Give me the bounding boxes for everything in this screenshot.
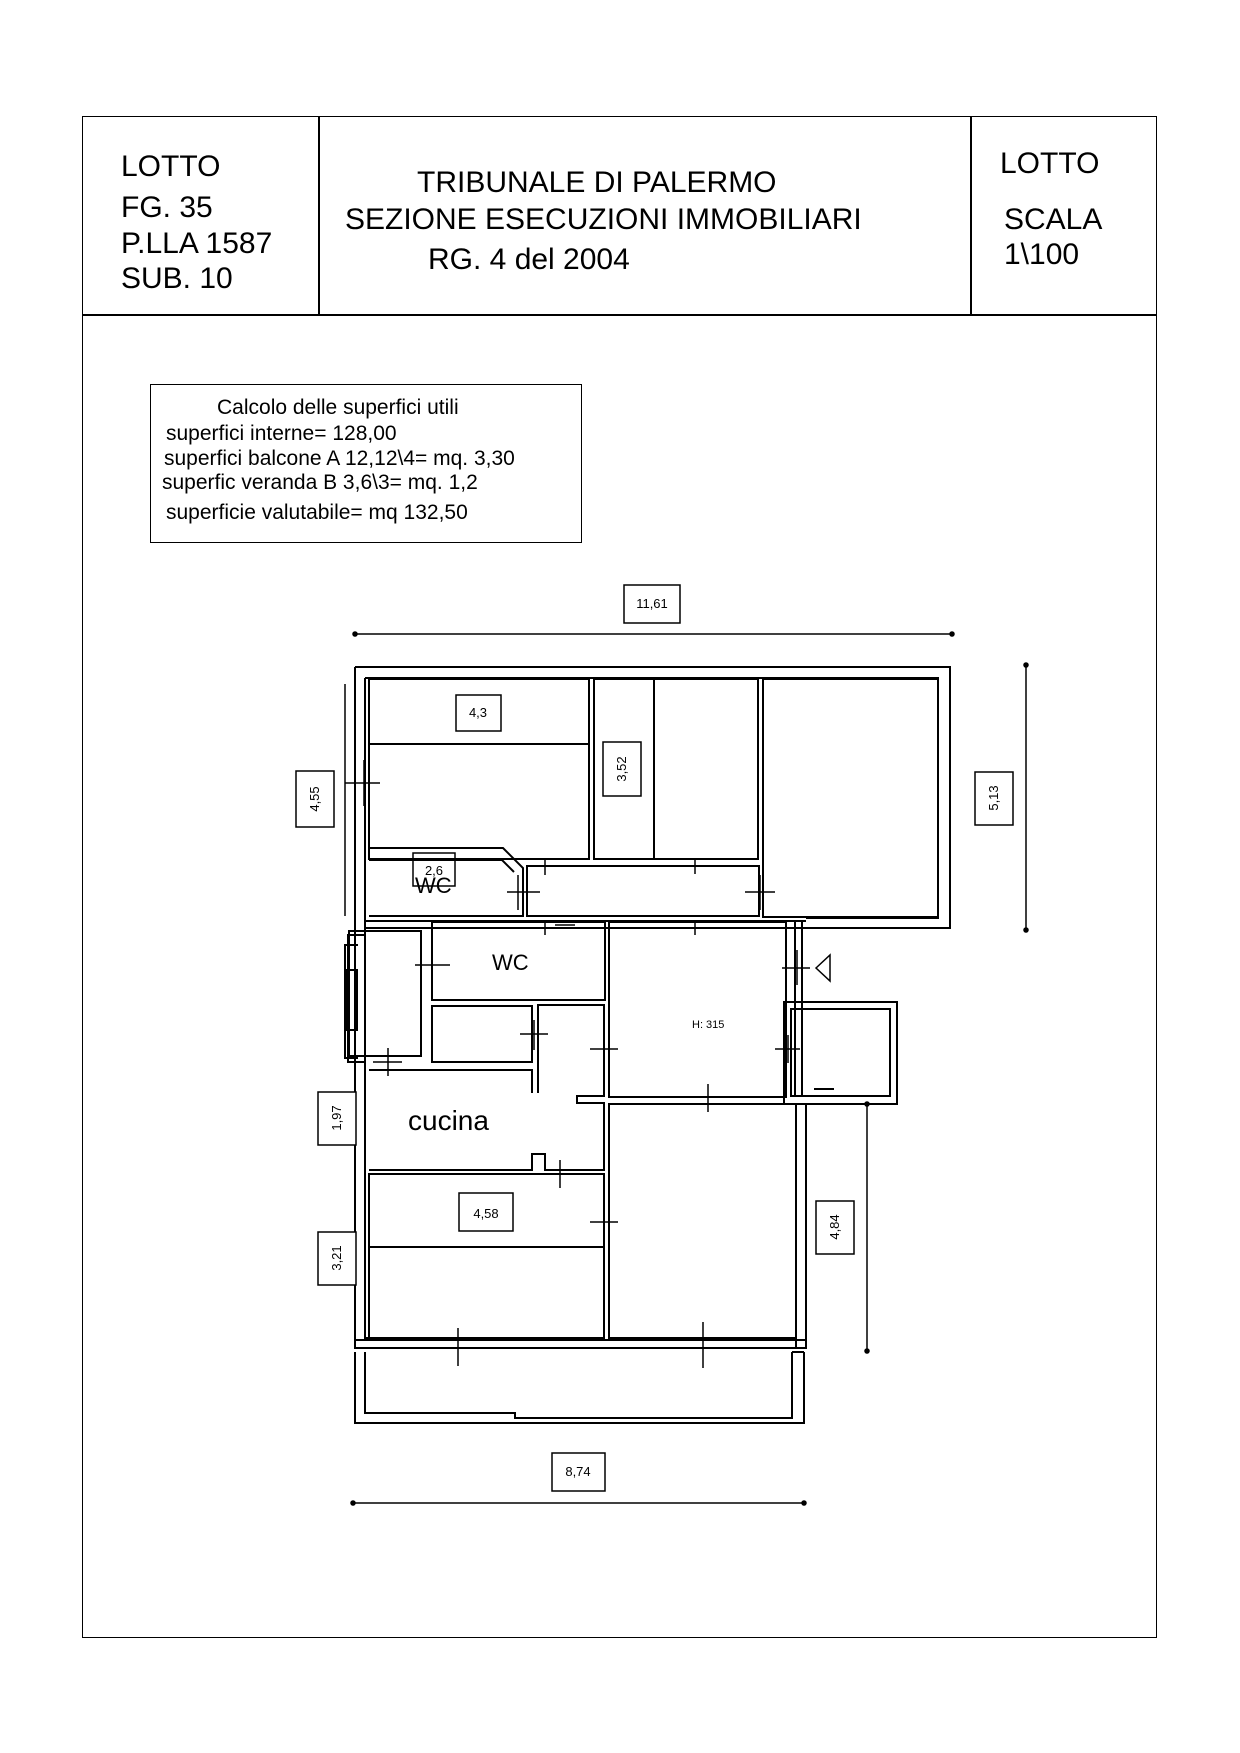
header-right-lotto: LOTTO (1000, 147, 1100, 180)
calc-total: superficie valutabile= mq 132,50 (166, 501, 468, 524)
header-divider (82, 314, 1157, 316)
header-left-subalterno: SUB. 10 (121, 262, 233, 295)
dim-top-box (623, 584, 681, 624)
dim-right-2-box (815, 1200, 855, 1255)
dim-room-4: 4,58 (473, 1206, 498, 1221)
header-col-divider-left (318, 116, 320, 315)
entrance-arrow-icon (814, 953, 831, 983)
dim-top: 11,61 (636, 596, 668, 611)
dim-right-1: 5,13 (986, 785, 1001, 810)
dim-left-3: 3,21 (329, 1245, 344, 1270)
dim-room-1: 4,3 (469, 705, 487, 720)
header-right-scala-value: 1\100 (1004, 238, 1080, 271)
header-subtitle: SEZIONE ESECUZIONI IMMOBILIARI (345, 203, 862, 236)
dim-room-2-box (602, 741, 642, 797)
dim-right-1-box (974, 771, 1014, 826)
dim-bottom-box (551, 1452, 606, 1492)
header-left-particella: P.LLA 1587 (121, 227, 273, 260)
label-ceiling-height: H: 315 (692, 1019, 724, 1031)
calc-veranda: superfic veranda B 3,6\3= mq. 1,2 (162, 471, 478, 494)
dim-left-2: 1,97 (329, 1105, 344, 1130)
header-left-lotto: LOTTO (121, 150, 221, 183)
calc-internal-surfaces: superfici interne= 128,00 (166, 422, 397, 445)
calc-title: Calcolo delle superfici utili (217, 396, 459, 419)
dim-room-1-box (455, 694, 502, 732)
label-wc-lower: WC (492, 950, 529, 975)
dim-left-1: 4,55 (307, 786, 322, 811)
dim-room-3: 2,6 (425, 863, 443, 878)
header-case-number: RG. 4 del 2004 (428, 243, 630, 276)
dim-left-3-box (317, 1231, 357, 1286)
dim-room-4-box (458, 1192, 514, 1232)
dim-room-2: 3,52 (614, 756, 629, 781)
drawing-frame (82, 116, 1157, 1638)
label-wc-upper: WC (415, 873, 452, 898)
dim-bottom: 8,74 (565, 1464, 590, 1479)
label-cucina: cucina (408, 1105, 489, 1136)
dim-left-1-box (295, 770, 335, 828)
header-left-foglio: FG. 35 (121, 191, 213, 224)
dim-left-2-box (317, 1091, 357, 1146)
header-right-scala-label: SCALA (1004, 203, 1103, 236)
dim-room-3-box (412, 852, 456, 887)
header-col-divider-right (970, 116, 972, 315)
calc-balcony: superfici balcone A 12,12\4= mq. 3,30 (164, 447, 515, 470)
dim-right-2: 4,84 (827, 1214, 842, 1239)
header-title: TRIBUNALE DI PALERMO (417, 166, 777, 199)
surface-calculation-box: Calcolo delle superfici utili superfici … (150, 384, 582, 543)
